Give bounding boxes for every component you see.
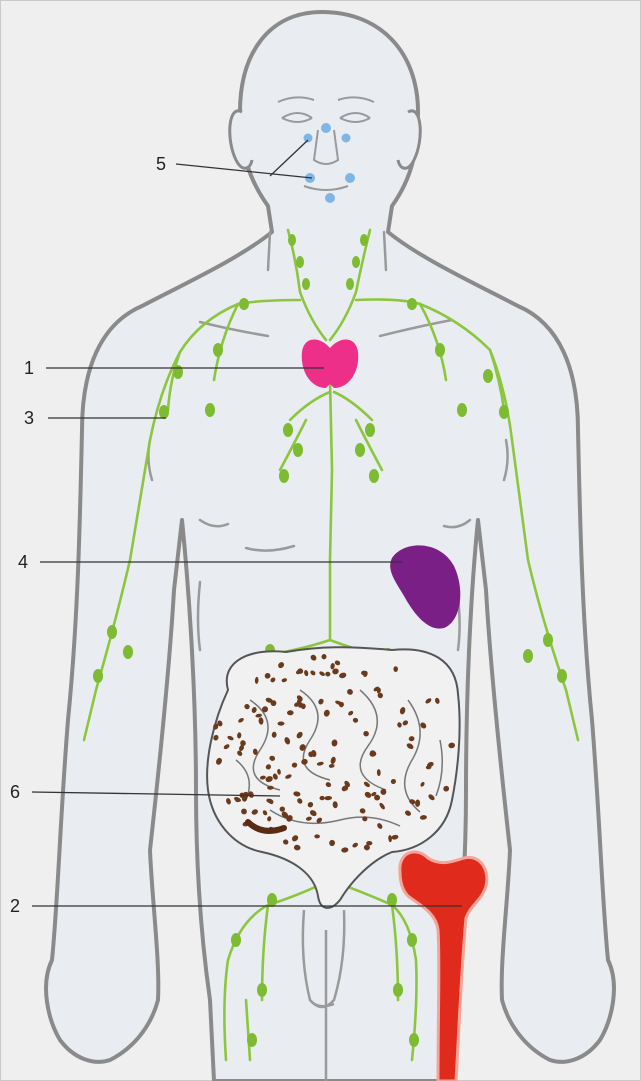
callout-5: 5 [156, 154, 166, 174]
callout-3: 3 [24, 408, 34, 428]
intestine-spot [393, 666, 398, 672]
callout-1: 1 [24, 358, 34, 378]
callout-4: 4 [18, 552, 28, 572]
intestine-spot [280, 807, 285, 812]
callout-2: 2 [10, 896, 20, 916]
callout-6: 6 [10, 782, 20, 802]
